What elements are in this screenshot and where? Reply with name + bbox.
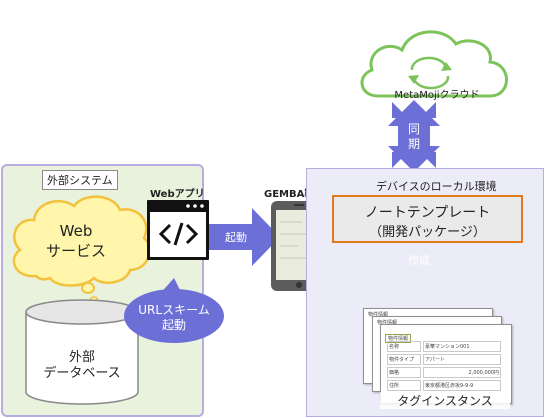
create-arrow-label: 作成 bbox=[408, 254, 430, 267]
instance-field-row: 物件タイプ アパート bbox=[387, 354, 501, 365]
url-scheme-bubble bbox=[124, 278, 224, 343]
field-key: 住所 bbox=[387, 380, 421, 391]
field-value: 東京都港区赤坂9-9-9 bbox=[423, 380, 501, 391]
web-service-bubble bbox=[12, 195, 151, 304]
instance-field-row: 住所 東京都港区赤坂9-9-9 bbox=[387, 380, 501, 391]
note-template-line2: （開発パッケージ） bbox=[369, 225, 486, 240]
cloud-label: MetaMojiクラウド bbox=[394, 90, 480, 101]
sync-label-2: 期 bbox=[407, 137, 420, 151]
database-line1: 外部 bbox=[68, 350, 95, 365]
field-key: 価格 bbox=[387, 367, 421, 378]
web-app-label: Webアプリ bbox=[150, 189, 205, 200]
sync-double-arrow bbox=[388, 100, 440, 172]
note-template-line1: ノートテンプレート bbox=[364, 205, 491, 221]
note-template-box bbox=[332, 195, 523, 243]
field-key: 物件タイプ bbox=[387, 354, 421, 365]
external-system-title: 外部システム bbox=[42, 170, 118, 190]
launch-arrow-label: 起動 bbox=[225, 231, 247, 244]
device-label: GEMBA製品 bbox=[264, 189, 325, 200]
sync-cycle-icon bbox=[408, 56, 452, 90]
card-header: 物件情報 bbox=[368, 312, 389, 318]
instance-field-row: 価格 2,000,000円 bbox=[387, 367, 501, 378]
card-header: 物件情報 bbox=[377, 320, 398, 326]
instance-field-row: 名称 豪華マンション001 bbox=[387, 341, 501, 352]
tag-instance-caption: タグインスタンス bbox=[380, 392, 510, 409]
cloud-shape bbox=[360, 30, 508, 98]
database-line2: データベース bbox=[43, 366, 121, 381]
instance-fields: 名称 豪華マンション001 物件タイプ アパート 価格 2,000,000円 住… bbox=[387, 341, 501, 391]
card-header: 物件情報 bbox=[385, 334, 412, 343]
instance-card-front: 物件情報 名称 豪華マンション001 物件タイプ アパート 価格 2,000,0… bbox=[380, 324, 512, 404]
web-service-line2: サービス bbox=[45, 242, 106, 260]
field-value: アパート bbox=[423, 354, 501, 365]
field-value: 豪華マンション001 bbox=[423, 341, 501, 352]
url-scheme-line2: 起動 bbox=[161, 318, 186, 332]
sync-label-1: 同 bbox=[407, 122, 420, 136]
field-key: 名称 bbox=[387, 341, 421, 352]
device-env-title: デバイスのローカル環境 bbox=[376, 180, 497, 193]
web-service-line1: Web bbox=[59, 222, 93, 240]
field-value: 2,000,000円 bbox=[423, 367, 501, 378]
web-app-icon bbox=[147, 200, 209, 260]
launch-arrow bbox=[208, 208, 280, 266]
database-cylinder bbox=[25, 299, 139, 405]
url-scheme-line1: URLスキーム bbox=[138, 303, 210, 317]
